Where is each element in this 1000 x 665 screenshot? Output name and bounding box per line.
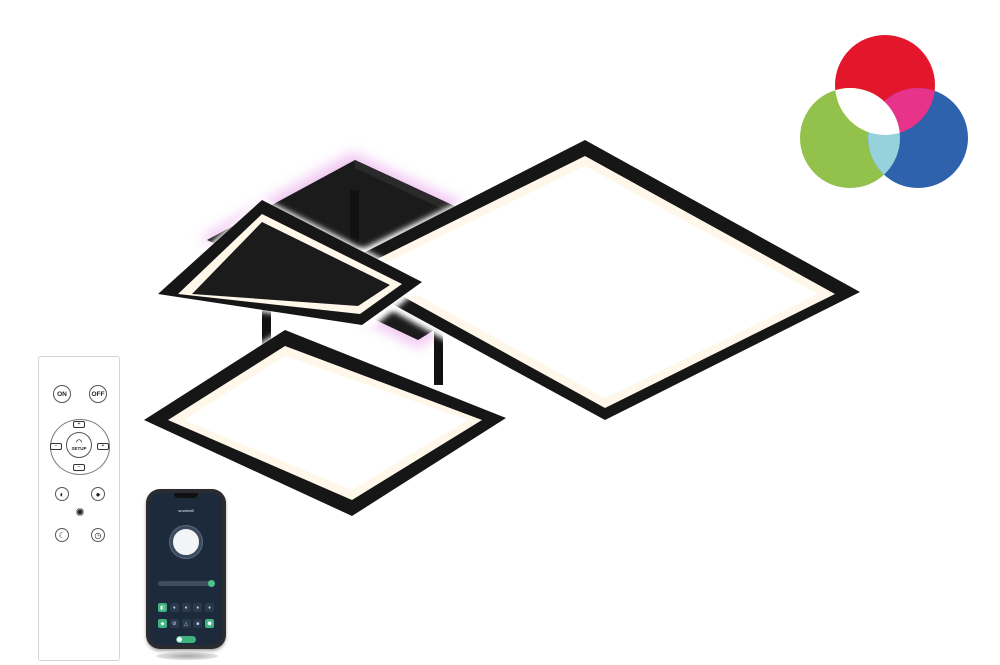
remote-off-label: OFF bbox=[91, 390, 105, 398]
remote-setup-label: SETUP bbox=[71, 446, 87, 451]
scene-tiles-row: ◧ ♦ ♦ ♦ ♦ bbox=[158, 603, 214, 612]
remote-off-button[interactable]: OFF bbox=[89, 385, 107, 403]
scene-tile[interactable]: ♦ bbox=[205, 603, 214, 612]
remote-control: ON OFF + − − + ◠ SETUP ◐ ● ✺ ☾ ◷ bbox=[38, 356, 120, 661]
scene-tile[interactable]: ♦ bbox=[169, 603, 179, 612]
slider-knob[interactable] bbox=[208, 580, 215, 587]
mode-tile[interactable]: ⚙ bbox=[169, 619, 179, 628]
app-title: smartwill bbox=[178, 508, 194, 513]
scene-tile[interactable]: ♦ bbox=[193, 603, 203, 612]
color-slider[interactable] bbox=[158, 580, 215, 587]
wifi-icon: ◠ bbox=[75, 439, 83, 446]
toggle-mode-icon[interactable]: ◐ bbox=[55, 487, 69, 501]
timer-clock-icon[interactable]: ◷ bbox=[91, 528, 105, 542]
front-square-ring bbox=[138, 328, 512, 522]
remote-on-button[interactable]: ON bbox=[53, 385, 71, 403]
brightness-up-button[interactable]: + bbox=[73, 421, 85, 428]
remote-setup-button[interactable]: ◠ SETUP bbox=[66, 432, 92, 458]
toggle-knob bbox=[177, 637, 182, 642]
phone-screen: smartwill ◧ ♦ ♦ ♦ ♦ ◆ ⚙ △ ■ ⬢ bbox=[150, 493, 222, 645]
rgb-color-diagram bbox=[800, 35, 968, 188]
mode-tile-active[interactable]: ◆ bbox=[158, 619, 167, 628]
brightness-dial[interactable] bbox=[170, 526, 202, 558]
mode-tiles-row: ◆ ⚙ △ ■ ⬢ bbox=[158, 619, 214, 628]
power-toggle[interactable] bbox=[176, 636, 196, 643]
night-moon-icon[interactable]: ☾ bbox=[55, 528, 69, 542]
brightness-down-button[interactable]: − bbox=[73, 464, 85, 471]
color-temp-down-button[interactable]: − bbox=[50, 443, 62, 450]
mode-tile[interactable]: ■ bbox=[193, 619, 203, 628]
mode-tile[interactable]: △ bbox=[181, 619, 191, 628]
phone-notch bbox=[174, 493, 198, 498]
mode-tile-active[interactable]: ⬢ bbox=[205, 619, 214, 628]
light-bulb-icon[interactable]: ✺ bbox=[75, 506, 85, 519]
remote-on-label: ON bbox=[57, 390, 67, 398]
user-profile-icon[interactable]: ● bbox=[91, 487, 105, 501]
scene-tile[interactable]: ♦ bbox=[181, 603, 191, 612]
back-square-ring bbox=[152, 198, 428, 328]
scene-tile-active[interactable]: ◧ bbox=[158, 603, 167, 612]
smartphone: smartwill ◧ ♦ ♦ ♦ ♦ ◆ ⚙ △ ■ ⬢ bbox=[146, 489, 226, 649]
phone-shadow bbox=[156, 652, 218, 660]
large-square-ring bbox=[320, 140, 870, 430]
color-temp-up-button[interactable]: + bbox=[97, 443, 109, 450]
